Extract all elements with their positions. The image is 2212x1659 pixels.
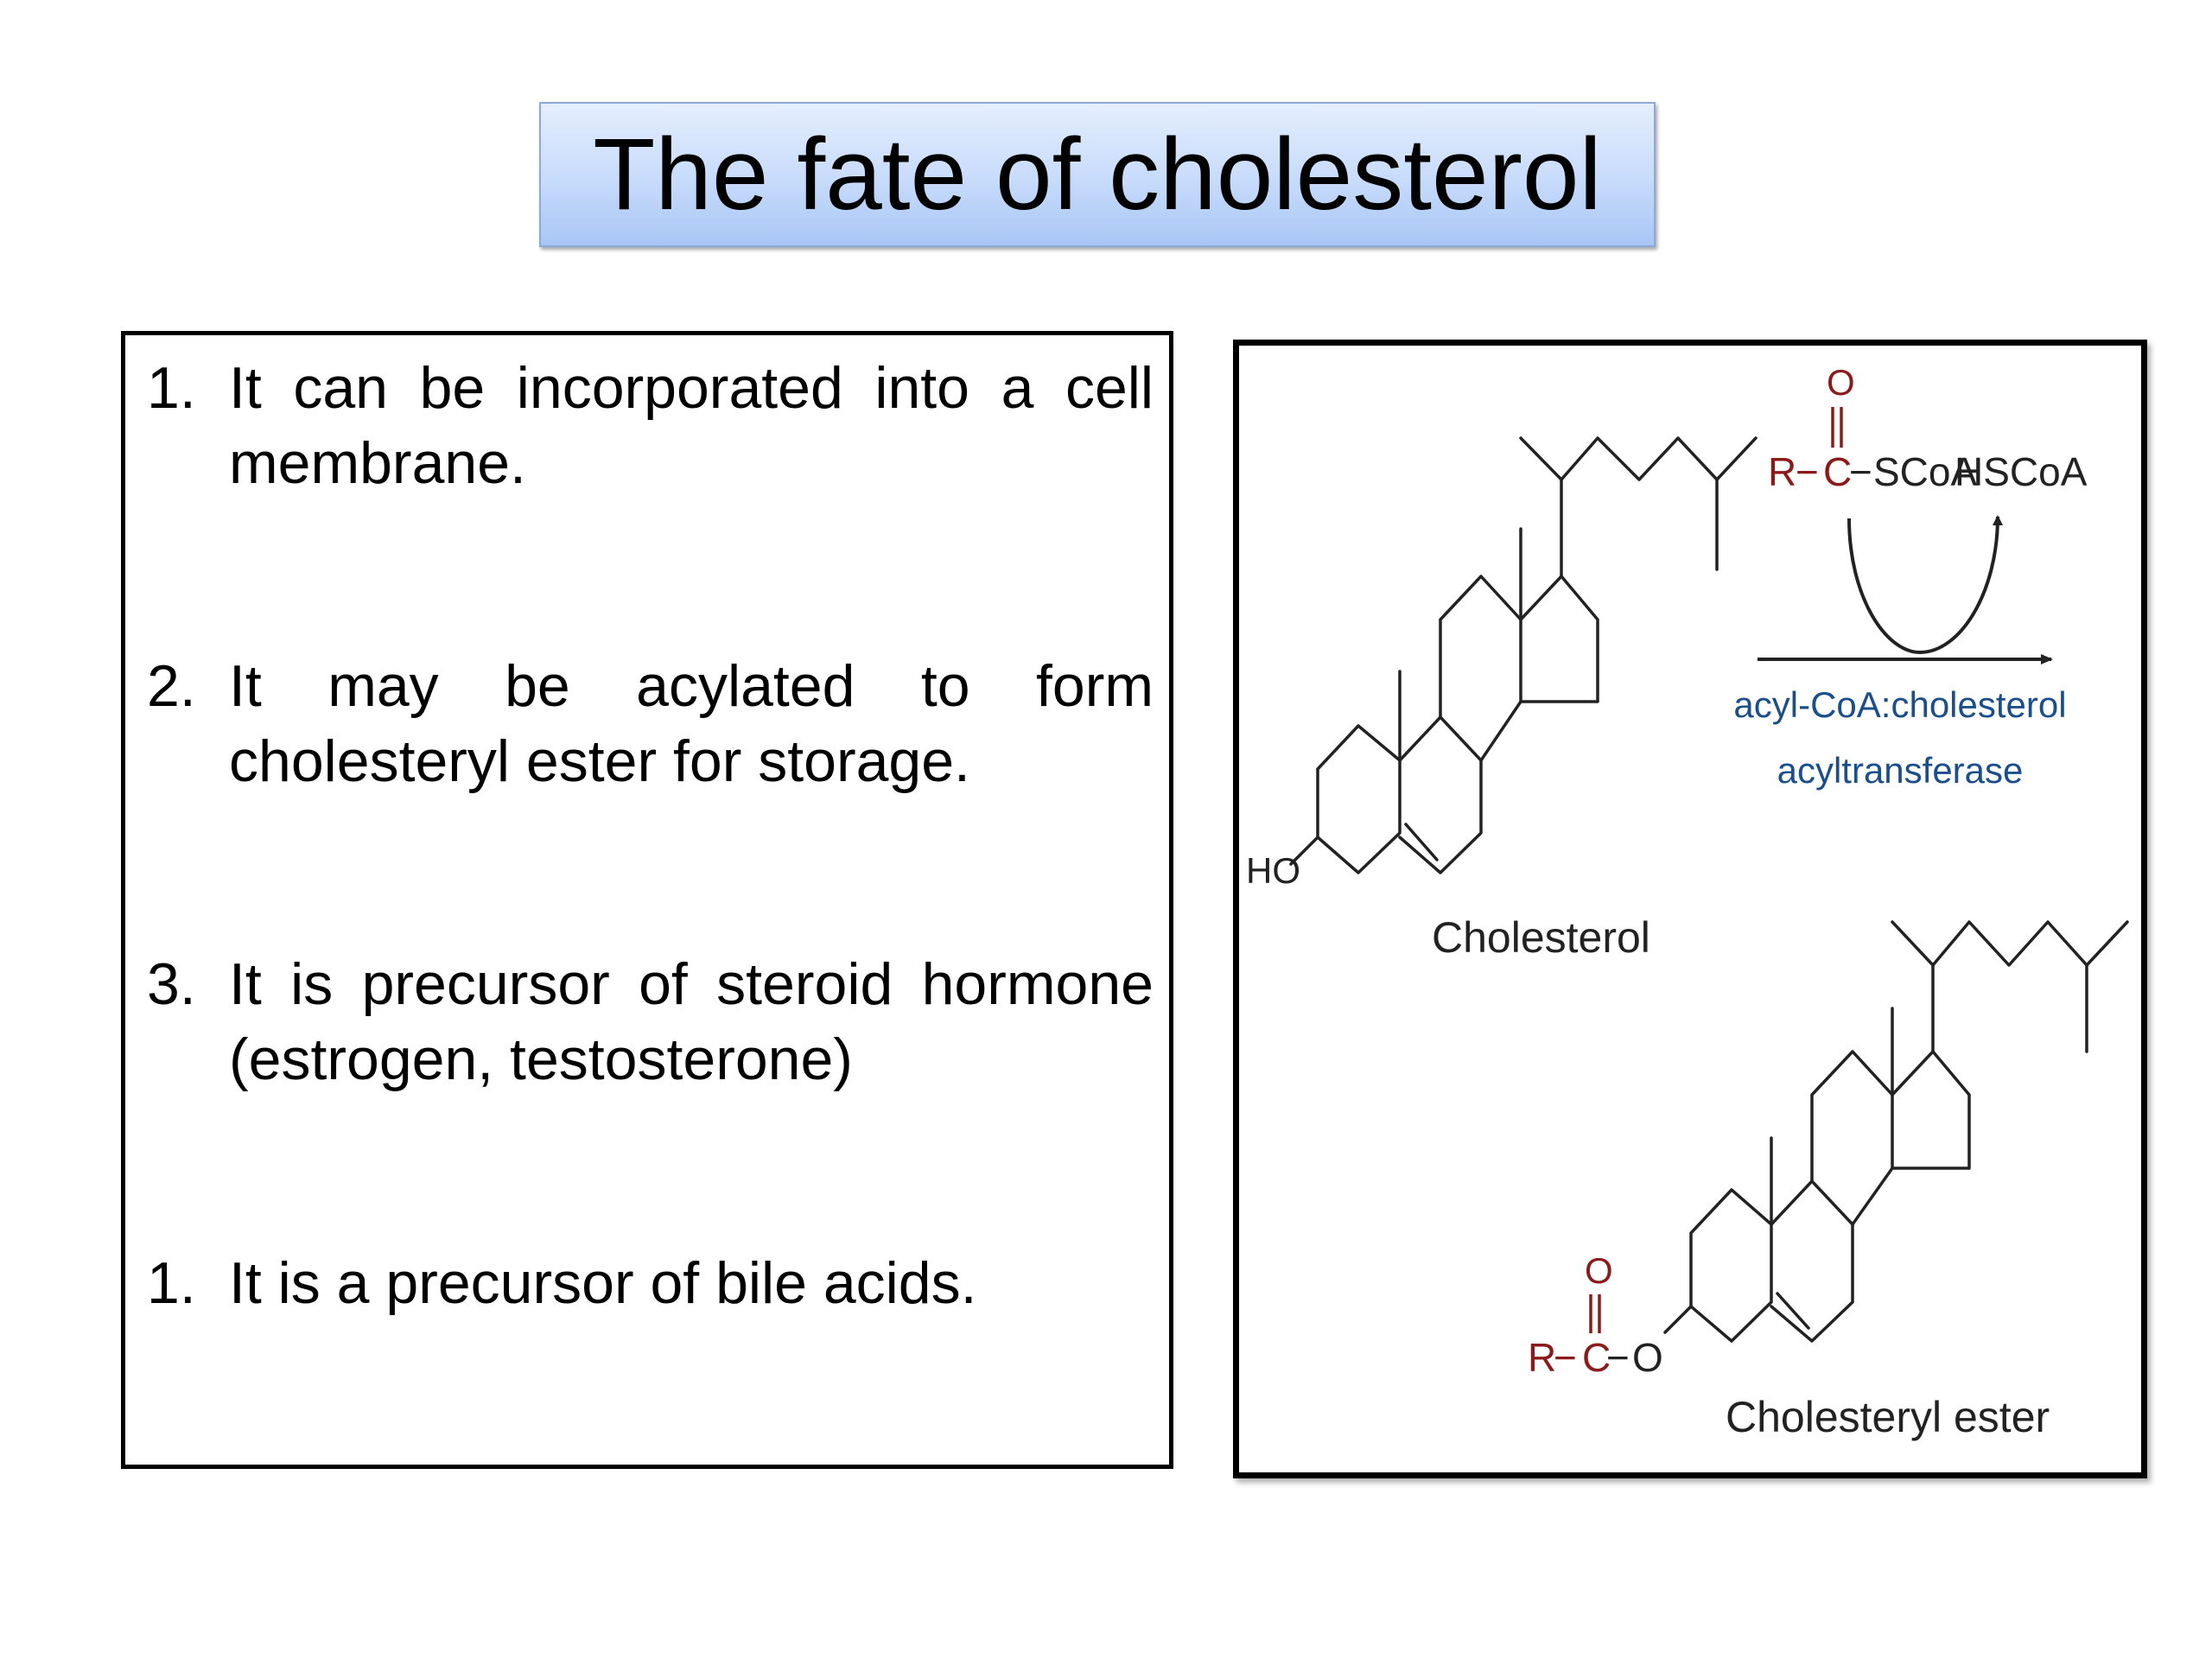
cholesterol-label: Cholesterol [1432,913,1650,962]
page-title: The fate of cholesterol [593,118,1602,232]
list-item: 1. It can be incorporated into a cell me… [147,351,1154,501]
ester-acyl-group: O R − C − O [1528,1250,1663,1380]
cholesteryl-ester-label: Cholesteryl ester [1726,1393,2050,1441]
list-item-number: 1. [147,1250,196,1316]
list-item: 1. It is a precursor of bile acids. [147,1246,1154,1321]
hydroxyl-label: HO [1246,850,1300,891]
acyl-dash-1: − [1796,449,1819,494]
ester-linking-oxygen: O [1632,1335,1663,1380]
ester-carbonyl-oxygen: O [1585,1250,1613,1291]
list-item-text: It may be acylated to form cholesteryl e… [229,653,1154,794]
acyl-dash-2: − [1849,449,1872,494]
ester-ring-b [1770,1179,1854,1343]
ester-oxygen-bond [1663,1305,1693,1334]
cholesterol-double-bond [1404,823,1439,861]
list-item: 3. It is precursor of steroid hormone (e… [147,947,1154,1097]
released-hscoa: HSCoA [1955,449,2088,494]
ester-dash-1: − [1554,1335,1577,1380]
acyl-carbon: C [1823,449,1852,494]
cholesterol-ring-d [1519,575,1599,703]
ester-ring-c [1810,1050,1894,1226]
cholesterol-ring-c [1439,575,1522,762]
enzyme-name-line-1: acyl-CoA:cholesterol [1733,684,2066,725]
reaction-diagram-svg: HO Cholesterol O R − C − SCoA HSCoA acyl… [1246,362,2129,1441]
acyl-scoa: SCoA [1873,449,1977,494]
list-item-text: It is precursor of steroid hormone (estr… [229,951,1154,1092]
ester-r-group: R [1528,1335,1556,1380]
cholesterol-hydroxyl-bond [1289,836,1319,866]
cholesterol-structure [1289,436,1758,874]
ester-ring-d [1891,1050,1971,1170]
enzyme-name-line-2: acyltransferase [1777,750,2024,791]
ester-ring-a [1689,1188,1773,1343]
acyl-coa-group: O R − C − SCoA HSCoA [1768,362,2088,494]
acyl-oxygen: O [1827,362,1855,403]
reaction-diagram: HO Cholesterol O R − C − SCoA HSCoA acyl… [1233,340,2147,1478]
list-item: 2. It may be acylated to form cholestery… [147,649,1154,799]
cholesterol-side-methyl [1519,436,1563,481]
acyl-r-group: R [1768,449,1796,494]
ester-side-chain [1931,920,2129,1053]
title-banner: The fate of cholesterol [539,102,1656,247]
cholesteryl-ester-structure [1663,920,2129,1343]
ester-double-bond [1776,1292,1810,1330]
cholesterol-side-chain [1560,436,1758,578]
list-item-text: It can be incorporated into a cell membr… [229,355,1154,496]
list-item-number: 2. [147,653,196,719]
ester-carbon: C [1582,1335,1611,1380]
list-item-number: 3. [147,951,196,1017]
cholesterol-ring-b [1398,715,1483,874]
fate-list: 1. It can be incorporated into a cell me… [121,331,1173,1469]
cholesterol-ring-a [1316,724,1402,874]
ester-dash-2: − [1606,1335,1630,1380]
list-item-text: It is a precursor of bile acids. [229,1250,977,1316]
cofactor-curved-arrow [1847,515,2003,655]
ester-side-methyl [1891,920,1935,967]
list-item-number: 1. [147,355,196,421]
